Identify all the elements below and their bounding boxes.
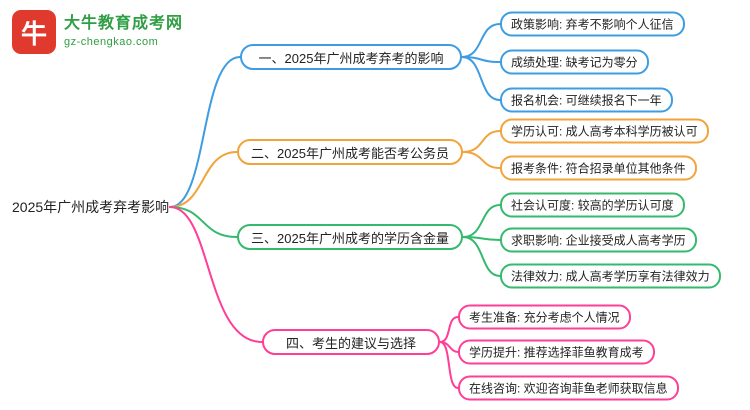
logo-text-block: 大牛教育成考网 gz-chengkao.com (64, 10, 183, 50)
leaf-node: 报考条件: 符合招录单位其他条件 (500, 155, 697, 181)
leaf-node: 社会认可度: 较高的学历认可度 (500, 192, 685, 218)
branch-node-1: 一、2025年广州成考弃考的影响 (240, 44, 462, 70)
leaf-node: 政策影响: 弃考不影响个人征信 (500, 11, 685, 37)
leaf-node: 学历提升: 推荐选择菲鱼教育成考 (458, 339, 655, 365)
logo-domain: gz-chengkao.com (64, 36, 159, 48)
ox-icon: 牛 (12, 10, 56, 54)
leaf-node: 考生准备: 充分考虑个人情况 (458, 304, 631, 330)
leaf-node: 学历认可: 成人高考本科学历被认可 (500, 118, 709, 144)
leaf-node: 成绩处理: 缺考记为零分 (500, 49, 649, 75)
leaf-node: 求职影响: 企业接受成人高考学历 (500, 227, 697, 253)
site-logo: 牛 大牛教育成考网 gz-chengkao.com (12, 10, 183, 54)
leaf-node: 法律效力: 成人高考学历享有法律效力 (500, 263, 721, 289)
logo-title: 大牛教育成考网 (64, 15, 184, 32)
root-node: 2025年广州成考弃考影响 (12, 199, 170, 215)
leaf-node: 报名机会: 可继续报名下一年 (500, 87, 673, 113)
branch-node-4: 四、考生的建议与选择 (262, 329, 440, 355)
branch-node-3: 三、2025年广州成考的学历含金量 (237, 224, 463, 250)
leaf-node: 在线咨询: 欢迎咨询菲鱼老师获取信息 (458, 375, 679, 401)
branch-node-2: 二、2025年广州成考能否考公务员 (237, 139, 463, 165)
